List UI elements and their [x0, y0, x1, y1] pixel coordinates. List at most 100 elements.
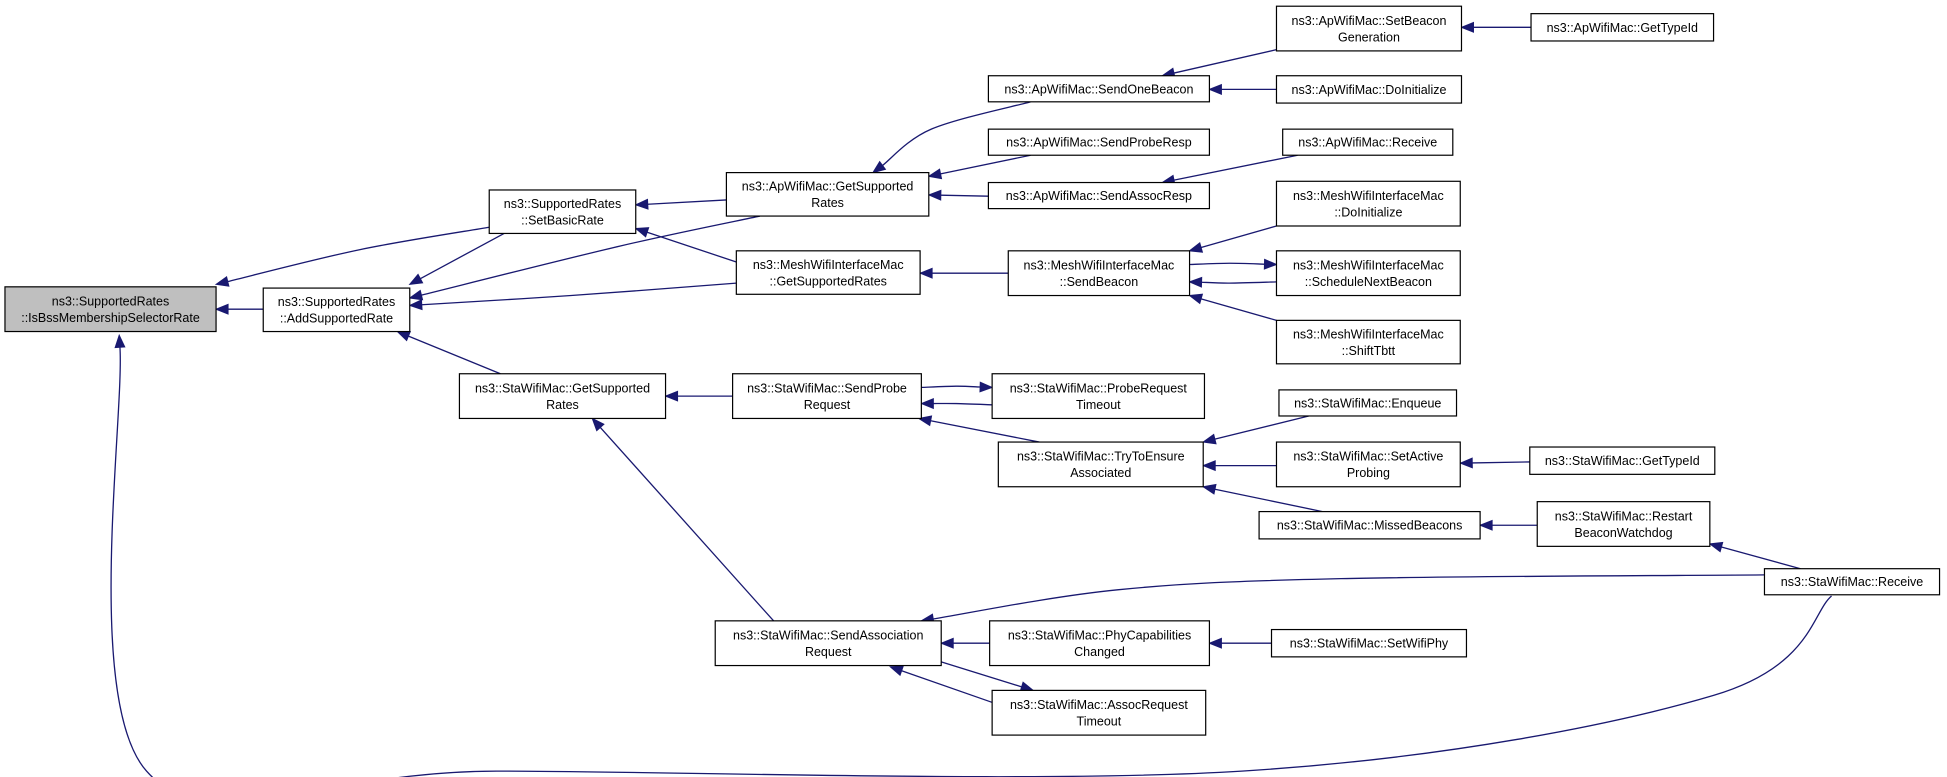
node-label: ns3::StaWifiMac::SendAssociation: [733, 628, 923, 642]
node-box: [987, 75, 1211, 103]
arrowhead: [1208, 83, 1222, 95]
edge-line: [1173, 49, 1277, 74]
arrowhead: [1460, 21, 1474, 33]
edge-MeshSendBeacon-to-MeshScheduleNext: [1189, 258, 1278, 270]
node-label: ns3::ApWifiMac::SetBeacon: [1292, 14, 1447, 28]
node-box: [1278, 389, 1458, 417]
arrowhead: [664, 390, 679, 402]
graph-edges: [110, 21, 1832, 777]
node-box: [1275, 5, 1463, 52]
edge-line: [940, 154, 1031, 175]
node-box: [1763, 568, 1941, 596]
node-ApDoInitialize[interactable]: ns3::ApWifiMac::DoInitialize: [1275, 75, 1463, 104]
edge-AddSupportedRate-to-IsBss: [214, 303, 264, 315]
node-StaSetWifiPhy[interactable]: ns3::StaWifiMac::SetWifiPhy: [1270, 628, 1468, 658]
node-ApGetSupportedRates[interactable]: ns3::ApWifiMac::GetSupportedRates: [725, 172, 930, 217]
node-ApReceive[interactable]: ns3::ApWifiMac::Receive: [1282, 128, 1454, 156]
node-box: [714, 620, 942, 667]
node-label: ns3::ApWifiMac::GetTypeId: [1547, 21, 1698, 35]
edge-ApDoInitialize-to-ApSendOneBeacon: [1208, 83, 1277, 95]
node-label: ::GetSupportedRates: [770, 274, 887, 288]
node-MeshShiftTbtt[interactable]: ns3::MeshWifiInterfaceMac::ShiftTbtt: [1275, 319, 1461, 365]
node-box: [989, 620, 1211, 667]
node-ApSendOneBeacon[interactable]: ns3::ApWifiMac::SendOneBeacon: [987, 75, 1211, 103]
edge-line: [647, 199, 727, 205]
arrowhead: [408, 289, 424, 301]
node-AddSupportedRate[interactable]: ns3::SupportedRates::AddSupportedRate: [262, 287, 411, 333]
node-MeshGetSupportedRates[interactable]: ns3::MeshWifiInterfaceMac::GetSupportedR…: [735, 250, 921, 295]
node-MeshSendBeacon[interactable]: ns3::MeshWifiInterfaceMac::SendBeacon: [1007, 250, 1191, 297]
edge-StaSetActiveProbing-to-StaTryToEnsure: [1201, 460, 1277, 472]
node-SetBasicRate[interactable]: ns3::SupportedRates::SetBasicRate: [488, 189, 637, 235]
node-box: [1270, 628, 1468, 658]
edge-ApReceive-to-ApSendAssocResp: [1160, 154, 1298, 186]
node-label: ns3::SupportedRates: [278, 295, 395, 309]
node-box: [1282, 128, 1454, 156]
node-StaMissedBeacons[interactable]: ns3::StaWifiMac::MissedBeacons: [1258, 510, 1481, 540]
arrowhead: [1458, 457, 1473, 469]
node-MeshScheduleNext[interactable]: ns3::MeshWifiInterfaceMac::ScheduleNextB…: [1275, 250, 1461, 297]
node-label: ns3::MeshWifiInterfaceMac: [1293, 327, 1444, 341]
node-label: ns3::MeshWifiInterfaceMac: [1293, 189, 1444, 203]
node-label: Request: [805, 645, 852, 659]
node-label: Changed: [1074, 645, 1125, 659]
edge-ApSendAssocResp-to-ApGetSupportedRates: [927, 189, 989, 201]
edge-ApSetBeaconGen-to-ApSendOneBeacon: [1160, 49, 1277, 79]
node-label: ns3::SupportedRates: [504, 197, 621, 211]
node-box: [732, 373, 922, 420]
node-label: Generation: [1338, 30, 1400, 44]
node-StaEnqueue[interactable]: ns3::StaWifiMac::Enqueue: [1278, 389, 1458, 417]
arrowhead: [871, 160, 887, 174]
edge-StaEnqueue-to-StaTryToEnsure: [1201, 415, 1309, 445]
node-MeshDoInitialize[interactable]: ns3::MeshWifiInterfaceMac::DoInitialize: [1275, 180, 1461, 227]
node-label: ns3::StaWifiMac::ProbeRequest: [1010, 381, 1188, 395]
edge-line: [882, 101, 1031, 166]
node-label: ns3::ApWifiMac::SendAssocResp: [1006, 189, 1192, 203]
node-StaGetSupportedRates[interactable]: ns3::StaWifiMac::GetSupportedRates: [458, 373, 667, 420]
node-box: [1007, 250, 1191, 297]
edge-line: [1214, 488, 1323, 513]
node-ApSendAssocResp[interactable]: ns3::ApWifiMac::SendAssocResp: [987, 181, 1211, 210]
arrowhead: [1201, 483, 1217, 495]
arrowhead: [214, 276, 230, 287]
edge-StaReceive-to-IsBss: [110, 333, 1832, 777]
node-StaGetTypeId[interactable]: ns3::StaWifiMac::GetTypeId: [1529, 446, 1716, 475]
edge-ApSendProbeResp-to-ApGetSupportedRates: [927, 154, 1031, 180]
node-label: ns3::MeshWifiInterfaceMac: [1293, 258, 1444, 272]
arrowhead: [1188, 293, 1204, 305]
node-StaReceive[interactable]: ns3::StaWifiMac::Receive: [1763, 568, 1941, 596]
node-label: ns3::ApWifiMac::SendProbeResp: [1006, 136, 1192, 150]
node-box: [997, 441, 1204, 488]
edge-StaTryToEnsure-to-StaSendProbeRequest: [917, 415, 1040, 443]
arrowhead: [634, 227, 650, 238]
edge-MeshDoInitialize-to-MeshSendBeacon: [1188, 225, 1277, 253]
node-ApSendProbeResp[interactable]: ns3::ApWifiMac::SendProbeResp: [987, 128, 1211, 156]
node-label: ns3::SupportedRates: [52, 294, 169, 308]
arrowhead: [1208, 637, 1222, 649]
arrowhead: [918, 267, 933, 279]
edge-line: [408, 335, 501, 375]
node-box: [458, 373, 667, 420]
node-label: ns3::StaWifiMac::GetSupported: [475, 381, 650, 395]
edge-line: [227, 226, 490, 283]
arrowhead: [1188, 242, 1204, 253]
edge-StaGetTypeId-to-StaSetActiveProbing: [1458, 457, 1530, 469]
node-ApGetTypeId[interactable]: ns3::ApWifiMac::GetTypeId: [1530, 13, 1715, 42]
edge-StaSendProbeRequest-to-StaGetSupportedRates: [664, 390, 733, 402]
edge-line: [599, 426, 775, 622]
node-label: ns3::StaWifiMac::Receive: [1781, 575, 1923, 589]
arrowhead: [917, 415, 933, 427]
node-label: ::SetBasicRate: [521, 213, 604, 227]
edge-line: [420, 232, 505, 280]
node-label: ns3::StaWifiMac::AssocRequest: [1010, 698, 1188, 712]
node-box: [735, 250, 921, 295]
